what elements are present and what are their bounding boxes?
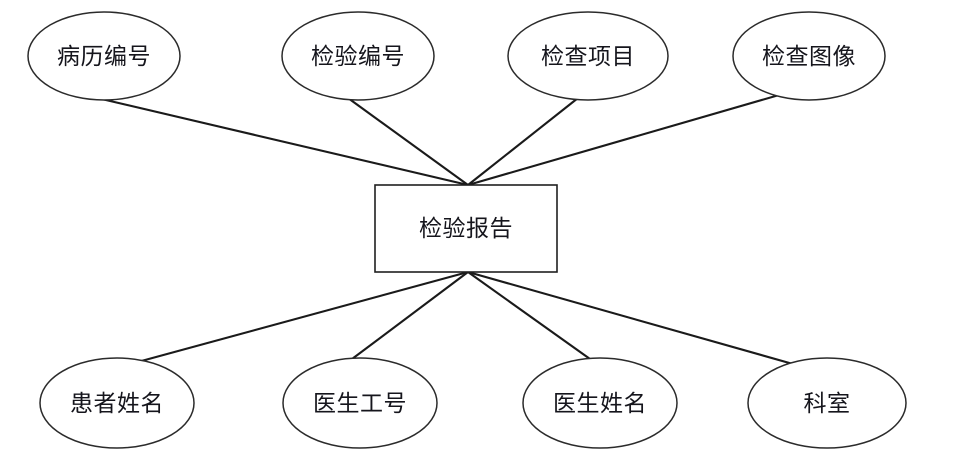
edge-group-bottom <box>133 270 801 368</box>
attribute-label: 医生工号 <box>313 391 407 417</box>
attribute-label: 病历编号 <box>57 44 151 70</box>
edge-group-top <box>92 91 787 187</box>
attribute-node-jianyan-bianhao[interactable]: 检验编号 <box>281 11 435 101</box>
attribute-ellipse[interactable] <box>507 11 669 101</box>
edge-bottom-3 <box>467 270 801 368</box>
attribute-node-huanzhe-xingming[interactable]: 患者姓名 <box>39 357 195 449</box>
attribute-node-jiancha-tuxiang[interactable]: 检查图像 <box>732 11 886 101</box>
attribute-node-yisheng-gonghao[interactable]: 医生工号 <box>282 357 438 449</box>
attribute-ellipse[interactable] <box>522 357 678 449</box>
attribute-label: 检查图像 <box>762 44 856 70</box>
edge-bottom-2 <box>467 271 591 360</box>
attribute-label: 检验编号 <box>311 44 405 70</box>
attribute-ellipse[interactable] <box>732 11 886 101</box>
edge-top-3 <box>467 91 787 187</box>
edge-top-0 <box>92 95 469 187</box>
edge-top-2 <box>467 97 579 186</box>
entity-rectangle[interactable] <box>374 184 558 273</box>
attribute-ellipse[interactable] <box>281 11 435 101</box>
attribute-label: 检查项目 <box>541 44 635 70</box>
attribute-node-jiancha-xiangmu[interactable]: 检查项目 <box>507 11 669 101</box>
attribute-ellipse[interactable] <box>39 357 195 449</box>
entity-label: 检验报告 <box>419 216 513 242</box>
attribute-node-bingli-bianhao[interactable]: 病历编号 <box>27 11 181 101</box>
attribute-node-yisheng-xingming[interactable]: 医生姓名 <box>522 357 678 449</box>
attribute-ellipse[interactable] <box>282 357 438 449</box>
attribute-label: 科室 <box>804 391 851 417</box>
edge-bottom-1 <box>351 271 469 360</box>
edge-top-1 <box>347 97 469 186</box>
attribute-node-keshi[interactable]: 科室 <box>747 357 907 449</box>
attribute-ellipse[interactable] <box>27 11 181 101</box>
attribute-label: 患者姓名 <box>70 391 164 417</box>
entity-node-jianyan-baogao[interactable]: 检验报告 <box>374 184 558 273</box>
attribute-ellipse[interactable] <box>747 357 907 449</box>
attribute-label: 医生姓名 <box>553 391 647 417</box>
edge-bottom-0 <box>133 270 469 365</box>
